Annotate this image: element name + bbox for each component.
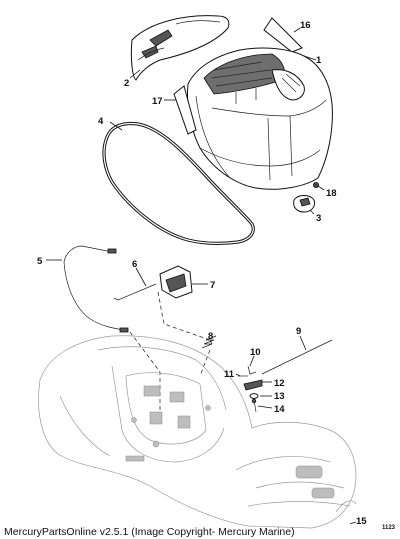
callout-2: 2 <box>124 78 129 89</box>
callout-15: 15 <box>356 516 367 527</box>
figure-number: 1123 <box>382 525 396 531</box>
callout-13: 13 <box>274 391 285 402</box>
callout-16: 16 <box>300 20 311 31</box>
callout-7: 7 <box>210 280 215 291</box>
callout-10: 10 <box>250 347 261 358</box>
part-18-screw[interactable] <box>312 181 319 188</box>
part-13-washer[interactable] <box>249 393 259 399</box>
part-5-latch-cable[interactable] <box>63 245 129 333</box>
callout-6: 6 <box>132 259 137 270</box>
callout-9: 9 <box>296 326 301 337</box>
part-10-clip[interactable] <box>247 365 257 375</box>
callout-8: 8 <box>208 331 213 342</box>
callout-1: 1 <box>316 55 322 66</box>
alignment-lines <box>129 291 211 416</box>
callout-17: 17 <box>152 96 163 107</box>
leader-lines <box>46 27 357 525</box>
part-15-bottom-cowl[interactable] <box>38 335 357 529</box>
callout-12: 12 <box>274 378 285 389</box>
part-9-rod[interactable] <box>261 339 333 375</box>
part-17-side-trim[interactable] <box>173 85 197 135</box>
part-4-seal[interactable] <box>102 121 255 245</box>
callout-11: 11 <box>224 369 235 380</box>
part-3-latch-bracket[interactable] <box>293 195 315 213</box>
part-14-screw[interactable] <box>251 398 257 413</box>
part-12-lever[interactable] <box>243 379 263 391</box>
callout-14: 14 <box>274 404 285 415</box>
part-6-rod[interactable] <box>113 283 157 301</box>
callout-labels: 1 2 3 4 5 6 7 8 9 10 11 12 13 14 15 16 1… <box>37 20 367 527</box>
copyright-caption: MercuryPartsOnline v2.5.1 (Image Copyrig… <box>4 526 295 538</box>
callout-18: 18 <box>326 188 337 199</box>
part-16-trim-piece[interactable] <box>263 17 303 53</box>
part-2-top-cover[interactable] <box>130 15 230 81</box>
callout-4: 4 <box>98 116 104 127</box>
callout-5: 5 <box>37 256 43 267</box>
part-1-top-cowl[interactable] <box>187 47 333 190</box>
callout-3: 3 <box>316 213 321 224</box>
part-7-latch[interactable] <box>159 265 193 299</box>
